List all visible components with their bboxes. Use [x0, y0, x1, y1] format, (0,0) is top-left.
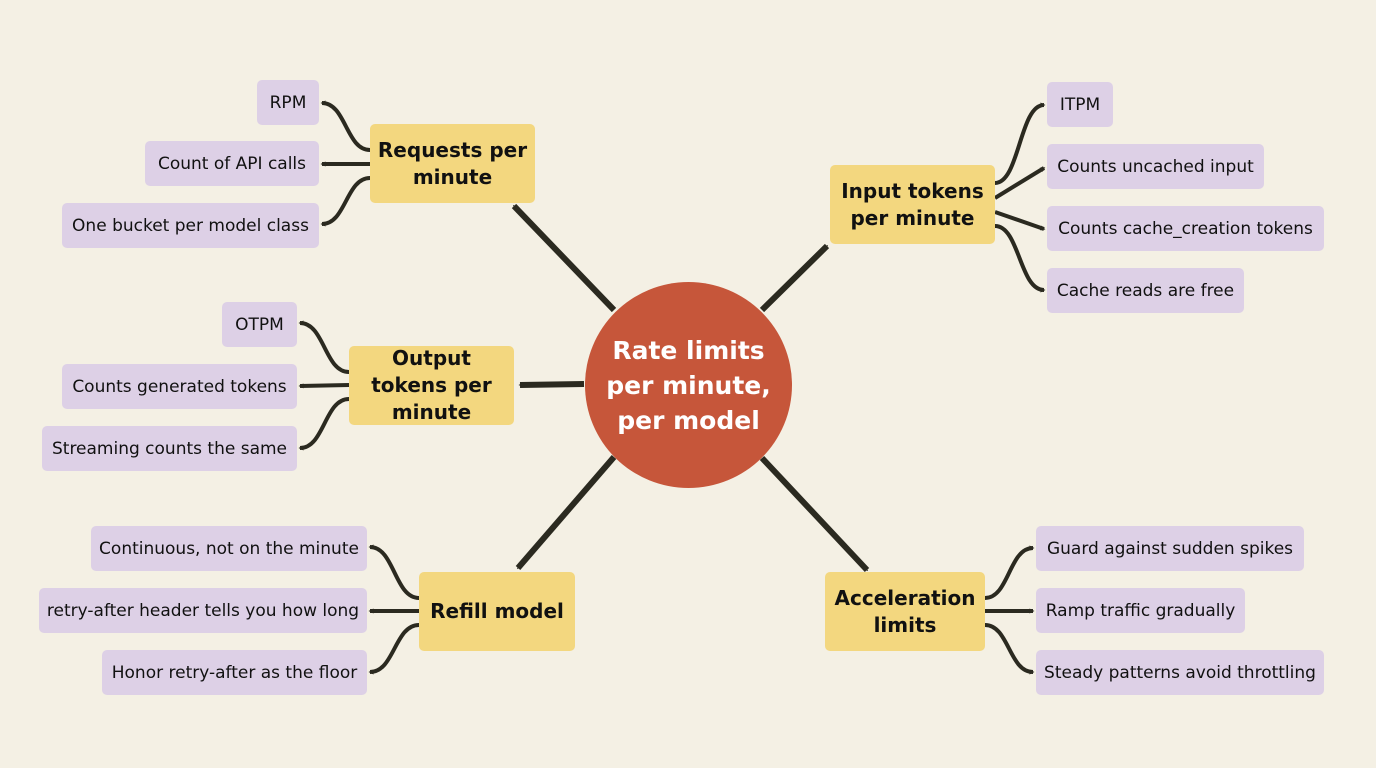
leaf-input-1: ITPM	[1047, 82, 1113, 127]
leaf-acceleration-1: Guard against sudden spikes	[1036, 526, 1304, 571]
central-topic: Rate limits per minute, per model	[585, 282, 792, 488]
leaf-acceleration-3: Steady patterns avoid throttling	[1036, 650, 1324, 695]
arrow-acceleration-leaf-3	[984, 623, 1035, 675]
arrow-center-output	[518, 381, 585, 388]
leaf-acceleration-2: Ramp traffic gradually	[1036, 588, 1245, 633]
arrow-center-refill	[515, 455, 617, 570]
leaf-output-3: Streaming counts the same	[42, 426, 297, 471]
arrow-requests-leaf-1	[320, 100, 371, 152]
leaf-output-2: Counts generated tokens	[62, 364, 297, 409]
arrow-output-leaf-1	[298, 320, 350, 374]
arrow-input-leaf-2	[993, 166, 1046, 200]
branch-input: Input tokens per minute	[830, 165, 995, 244]
branch-acceleration: Acceleration limits	[825, 572, 985, 651]
branch-requests: Requests per minute	[370, 124, 535, 203]
leaf-refill-2: retry-after header tells you how long	[39, 588, 367, 633]
arrow-output-leaf-3	[298, 397, 350, 451]
arrow-input-leaf-4	[994, 224, 1046, 293]
branch-output: Output tokens per minute	[349, 346, 514, 425]
arrow-center-requests	[511, 203, 617, 313]
arrow-output-leaf-2	[298, 383, 350, 389]
arrow-center-input	[759, 243, 830, 313]
branch-refill: Refill model	[419, 572, 575, 651]
arrow-input-leaf-1	[994, 102, 1046, 185]
arrow-input-leaf-3	[994, 210, 1046, 231]
leaf-refill-1: Continuous, not on the minute	[91, 526, 367, 571]
arrow-acceleration-leaf-1	[984, 545, 1035, 600]
leaf-input-2: Counts uncached input	[1047, 144, 1264, 189]
leaf-input-3: Counts cache_creation tokens	[1047, 206, 1324, 251]
leaf-refill-3: Honor retry-after as the floor	[102, 650, 367, 695]
leaf-requests-3: One bucket per model class	[62, 203, 319, 248]
leaf-requests-2: Count of API calls	[145, 141, 319, 186]
leaf-output-1: OTPM	[222, 302, 297, 347]
arrow-refill-leaf-3	[368, 623, 420, 675]
leaf-input-4: Cache reads are free	[1047, 268, 1244, 313]
arrow-refill-leaf-1	[368, 544, 420, 600]
arrow-requests-leaf-3	[320, 176, 371, 227]
leaf-requests-1: RPM	[257, 80, 319, 125]
arrow-center-acceleration	[759, 455, 870, 573]
